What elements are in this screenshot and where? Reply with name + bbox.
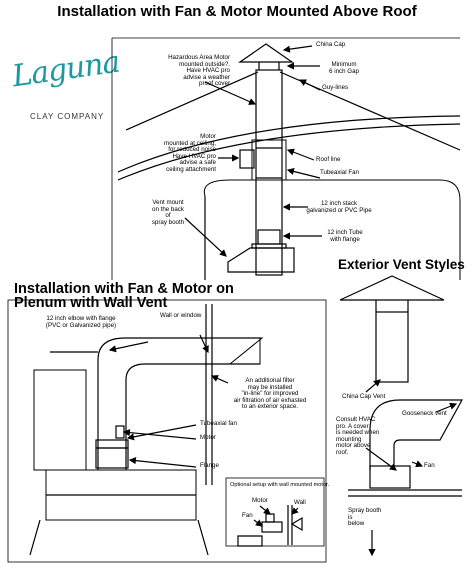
label-roof-line: Roof line	[316, 156, 341, 163]
label-hazard-line: proof cover	[199, 80, 230, 88]
label-min-gap: Minimum 6 inch Gap	[324, 61, 364, 75]
wall-vent-title: Installation with Fan & Motor on Plenum …	[14, 281, 234, 311]
label-filter-line: may be installed	[247, 383, 293, 391]
label-wall-tubeaxial-fan: Tubeaxial fan	[200, 420, 237, 427]
label-gap-line: 6 inch Gap	[329, 67, 359, 75]
label-filter: An additional filter may be installed "i…	[222, 377, 318, 411]
label-spray-line: Spray booth	[348, 507, 382, 514]
label-flange: Flange	[200, 462, 219, 469]
label-elbow-line: (PVC or Galvanized pipe)	[45, 321, 117, 329]
label-hazard-line: mounted outside?.	[179, 60, 230, 68]
stack-pipe	[255, 69, 283, 276]
logo-subtitle: CLAY COMPANY	[30, 112, 105, 121]
label-consult-line: pro. A cover	[336, 422, 369, 430]
exterior-vent-title: Exterior Vent Styles	[338, 257, 465, 272]
label-gooseneck-vent: Gooseneck vent	[402, 410, 447, 417]
label-hazard: Hazardous Area Motor mounted outside?. H…	[140, 54, 230, 88]
label-filter-line: to an exterior space.	[241, 403, 299, 411]
label-motor-line: Have HVAC pro	[172, 152, 216, 160]
china-cap-vent-shape	[339, 275, 445, 301]
label-opt-wall: Wall	[294, 499, 306, 506]
label-stack: 12 inch stack galvanized or PVC Pipe	[300, 200, 378, 214]
label-elbow-line: 12 inch elbow with flange	[46, 315, 116, 322]
label-china-cap: China Cap	[316, 41, 346, 48]
label-china-cap-vent: China Cap Vent	[342, 393, 386, 400]
page-title: Installation with Fan & Motor Mounted Ab…	[57, 3, 417, 20]
label-hazard-line: Have HVAC pro	[186, 67, 230, 75]
label-spray-line: is	[348, 513, 353, 521]
label-motor-line: mounted at ceiling,	[164, 139, 216, 147]
label-vent-line: spray booth	[151, 218, 185, 226]
label-guy-lines: Guy-lines	[322, 84, 349, 91]
label-motor-line: advise a safe	[179, 159, 216, 167]
label-vent-line: on the back	[152, 205, 184, 213]
label-motor-ceiling: Motor mounted at ceiling, for reduced no…	[140, 133, 216, 174]
label-consult-hvac: Consult HVAC pro. A cover is needed when…	[336, 416, 380, 457]
label-consult-line: roof.	[336, 448, 349, 456]
label-motor-line: Motor	[200, 133, 216, 140]
label-vent-mount: Vent mount on the back of spray booth	[143, 199, 193, 226]
label-tubeaxial-fan: Tubeaxial Fan	[320, 169, 359, 176]
label-spray-booth-below: Spray booth is below	[348, 507, 382, 528]
label-optional-setup: Optional setup with wall mounted motor.	[230, 482, 330, 488]
optional-setup-inset	[225, 477, 325, 547]
label-tube-flange: 12 inch Tube with flange	[322, 229, 368, 243]
label-vent-line: of	[165, 212, 171, 220]
label-elbow: 12 inch elbow with flange (PVC or Galvan…	[36, 315, 126, 329]
china-cap-shape	[238, 43, 294, 63]
label-hazard-line: Hazardous Area Motor	[168, 54, 230, 61]
label-consult-line: is needed when	[336, 429, 380, 437]
vent-hood-shape	[227, 247, 295, 273]
label-filter-line: An additional filter	[245, 377, 295, 384]
label-filter-line: "in-line" for improved	[241, 390, 299, 398]
label-gap-line: Minimum	[331, 61, 357, 68]
label-opt-motor: Motor	[252, 497, 268, 504]
label-consult-line: motor above	[336, 442, 371, 450]
exterior-vents-diagram	[339, 275, 464, 557]
label-tube-line: with flange	[330, 235, 360, 243]
label-wall-window: Wall or window	[160, 312, 202, 319]
label-stack-line: 12 inch stack	[320, 200, 358, 207]
label-consult-line: Consult HVAC	[336, 416, 376, 423]
label-motor-line: ceiling attachment	[166, 165, 216, 173]
wall-vent-diagram	[7, 299, 327, 563]
gooseneck-vent-shape	[369, 399, 464, 470]
wall-vent-title-line1: Installation with Fan & Motor on	[14, 281, 234, 297]
label-spray-line: below	[348, 520, 365, 528]
roof-installation-diagram	[111, 37, 461, 280]
label-consult-line: mounting	[336, 435, 362, 443]
label-stack-line: galvanized or PVC Pipe	[306, 206, 372, 214]
label-opt-fan: Fan	[242, 512, 253, 519]
motor-shape	[239, 149, 255, 169]
label-wall-motor: Motor	[200, 434, 216, 441]
label-ext-fan: Fan	[424, 462, 435, 469]
label-filter-line: air filtration of air exhasted	[233, 396, 307, 404]
label-tube-line: 12 inch Tube	[327, 229, 363, 236]
label-hazard-line: advise a weather	[183, 73, 230, 81]
wall-vent-title-line2: Plenum with Wall Vent	[14, 295, 168, 311]
label-motor-line: for reduced noise	[168, 146, 216, 154]
label-vent-line: Vent mount	[152, 199, 184, 206]
